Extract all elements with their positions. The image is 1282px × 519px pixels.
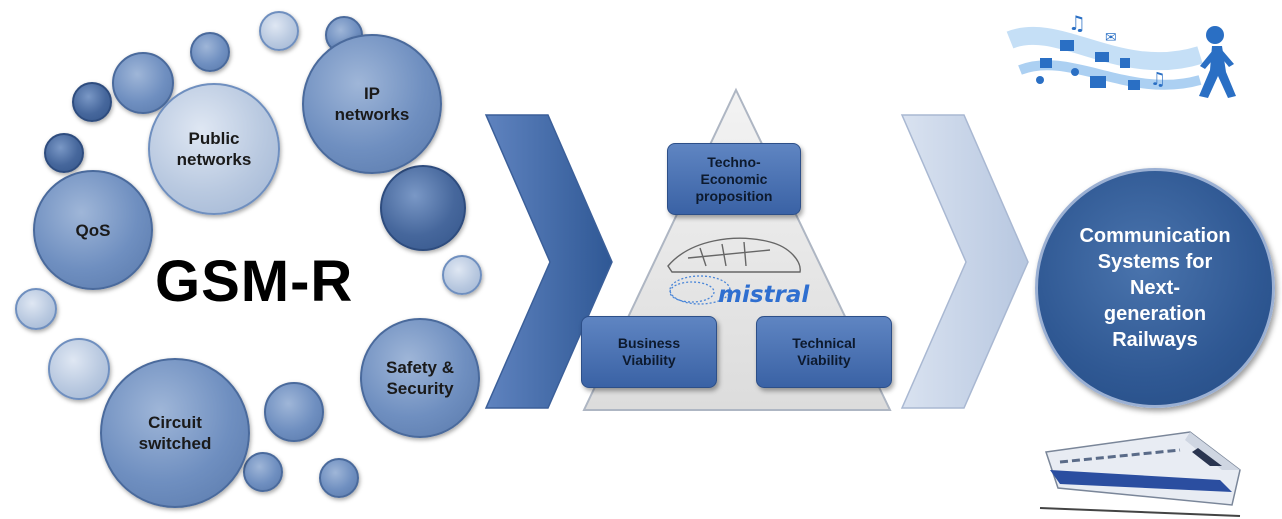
- small-bubble: [112, 52, 174, 114]
- bubble-safety-security: Safety & Security: [360, 318, 480, 438]
- bubble-circuit-switched: Circuit switched: [100, 358, 250, 508]
- small-bubble: [380, 165, 466, 251]
- bubble-ip-networks: IP networks: [302, 34, 442, 174]
- bubble-label: Public networks: [176, 129, 252, 169]
- person-walking-media-icon: ♫ ♫ ✉: [1006, 11, 1236, 98]
- flow-chevron-2: [900, 114, 1029, 409]
- flow-chevron-1: [484, 114, 613, 409]
- small-bubble: [48, 338, 110, 400]
- box-techno-economic-proposition: Techno- Economic proposition: [667, 143, 801, 215]
- bubble-label: Circuit switched: [138, 413, 212, 453]
- outcome-label: Communication Systems for Next- generati…: [1079, 225, 1231, 351]
- center-title: GSM-R: [155, 249, 354, 314]
- small-bubble: [259, 11, 299, 51]
- bubble-label: IP networks: [334, 84, 410, 124]
- small-bubble: [243, 452, 283, 492]
- small-bubble: [44, 133, 84, 173]
- mistral-logo-swirl-icon: [669, 275, 731, 305]
- svg-text:✉: ✉: [1105, 30, 1117, 46]
- high-speed-train-icon: [1039, 431, 1241, 517]
- box-business-viability: Business Viability: [581, 316, 717, 388]
- train-sketch-icon: [667, 237, 801, 273]
- bubble-qos: QoS: [33, 170, 153, 290]
- mistral-logo-text: mistral: [718, 282, 810, 308]
- small-bubble: [442, 255, 482, 295]
- outcome-circle: Communication Systems for Next- generati…: [1035, 168, 1275, 408]
- small-bubble: [190, 32, 230, 72]
- svg-text:♫: ♫: [1068, 11, 1086, 35]
- small-bubble: [264, 382, 324, 442]
- bubble-public-networks: Public networks: [148, 83, 280, 215]
- bubble-label: Safety & Security: [385, 358, 455, 398]
- bubble-label: QoS: [75, 220, 111, 240]
- small-bubble: [15, 288, 57, 330]
- small-bubble: [319, 458, 359, 498]
- svg-text:♫: ♫: [1150, 69, 1166, 90]
- small-bubble: [72, 82, 112, 122]
- box-technical-viability: Technical Viability: [756, 316, 892, 388]
